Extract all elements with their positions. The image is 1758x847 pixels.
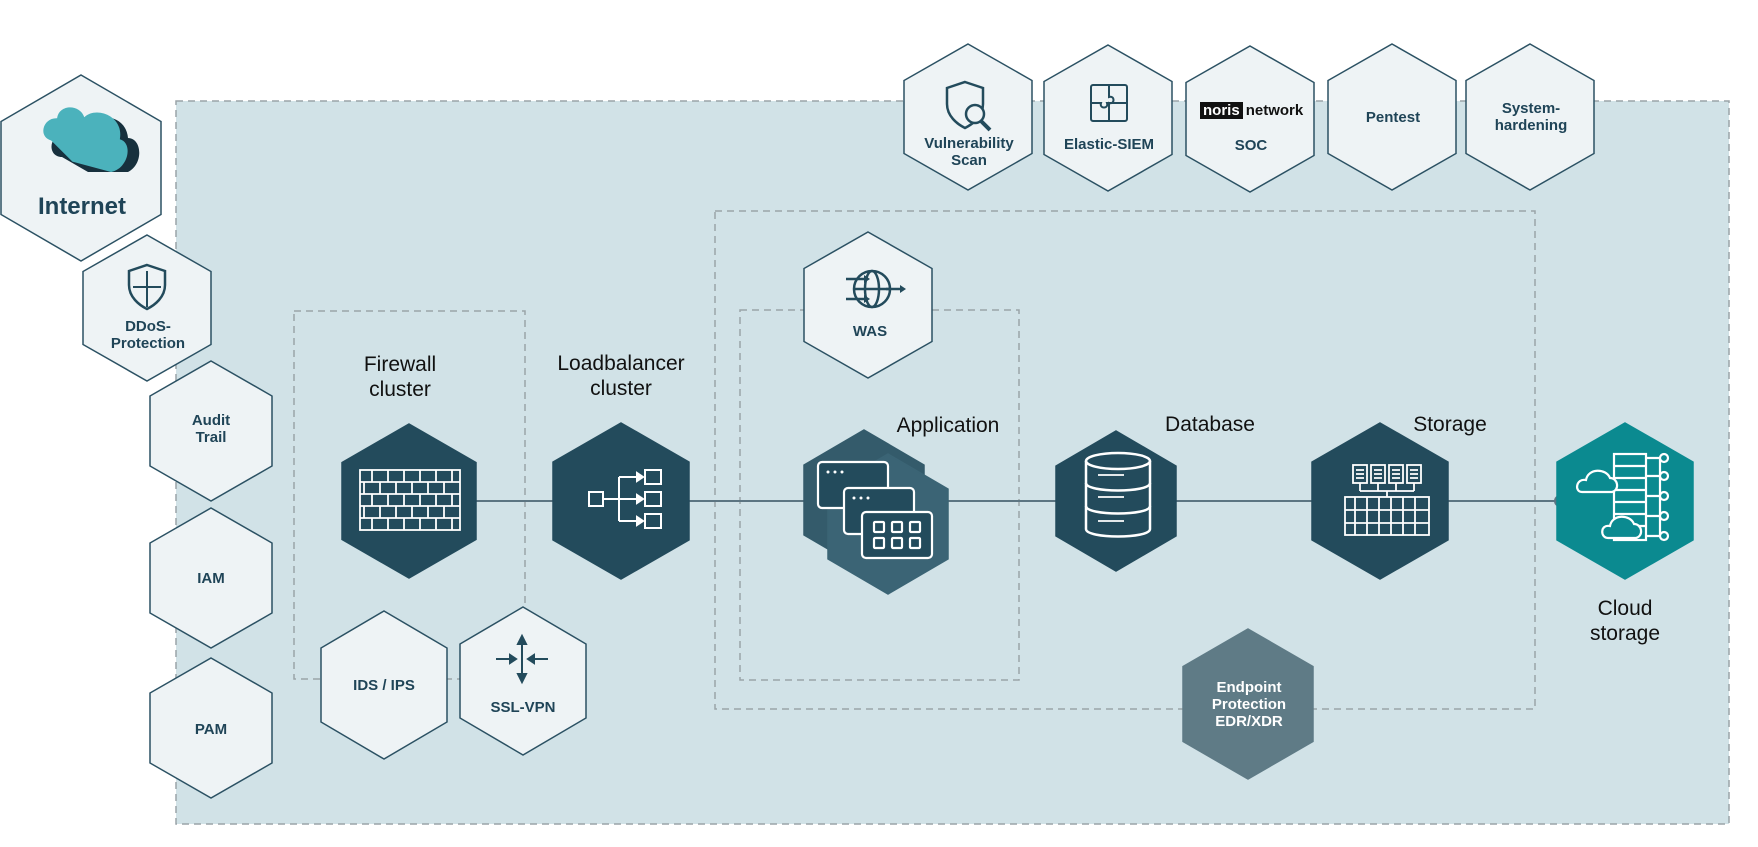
noris-logo-box: noris [1200,102,1243,119]
iam-hex [149,507,273,649]
database-label: Database [1165,413,1255,436]
loadbalancer-icon [588,469,662,529]
database-icon [1084,451,1152,538]
endpoint-protection-label: Endpoint Protection EDR/XDR [1211,679,1287,730]
vulnerability-scan-label: Vulnerability Scan [924,135,1014,169]
storage-hex [1311,422,1449,580]
was-label: WAS [852,323,888,340]
pam-label: PAM [194,721,228,738]
shield-search-icon [945,80,992,132]
ids-ips-hex [320,610,448,760]
app-outer-zone [714,210,1536,710]
system-hardening-hex [1465,43,1595,191]
cloud-storage-icon [1576,452,1670,542]
shield-icon [127,263,167,311]
audit-trail-label: Audit Trail [191,412,231,446]
endpoint-protection-hex [1182,628,1314,780]
iam-label: IAM [197,570,225,587]
elastic-siem-label: Elastic-SIEM [1063,136,1155,153]
brick-wall-icon [359,469,461,531]
audit-trail-hex [149,360,273,502]
system-hardening-label: System- hardening [1494,100,1568,134]
internet-label: Internet [37,193,126,220]
soc-hex [1185,45,1315,193]
loadbalancer-cluster-hex [552,422,690,580]
ids-ips-label: IDS / IPS [353,677,415,694]
ddos-protection-label: DDoS- Protection [110,318,186,352]
puzzle-icon [1090,84,1128,122]
firewall-cluster-label: Firewall cluster [363,353,437,401]
pam-hex [149,657,273,799]
storage-rack-icon [1344,464,1430,536]
loadbalancer-cluster-label: Loadbalancer cluster [557,352,685,400]
arrows-in-icon [496,633,548,685]
cloud-icon [43,107,140,173]
globe-arrows-icon [846,269,906,309]
pentest-hex [1327,43,1457,191]
soc-label: SOC [1234,137,1268,154]
application-label: Application [896,414,1000,437]
app-windows-icon [816,460,934,560]
network-logo-text: network [1245,102,1304,119]
internet-hex [0,74,162,262]
storage-label: Storage [1413,413,1487,436]
pentest-label: Pentest [1365,109,1421,126]
firewall-cluster-hex [341,423,477,579]
ssl-vpn-label: SSL-VPN [490,699,556,716]
cloud-storage-label: Cloud storage [1589,597,1661,645]
